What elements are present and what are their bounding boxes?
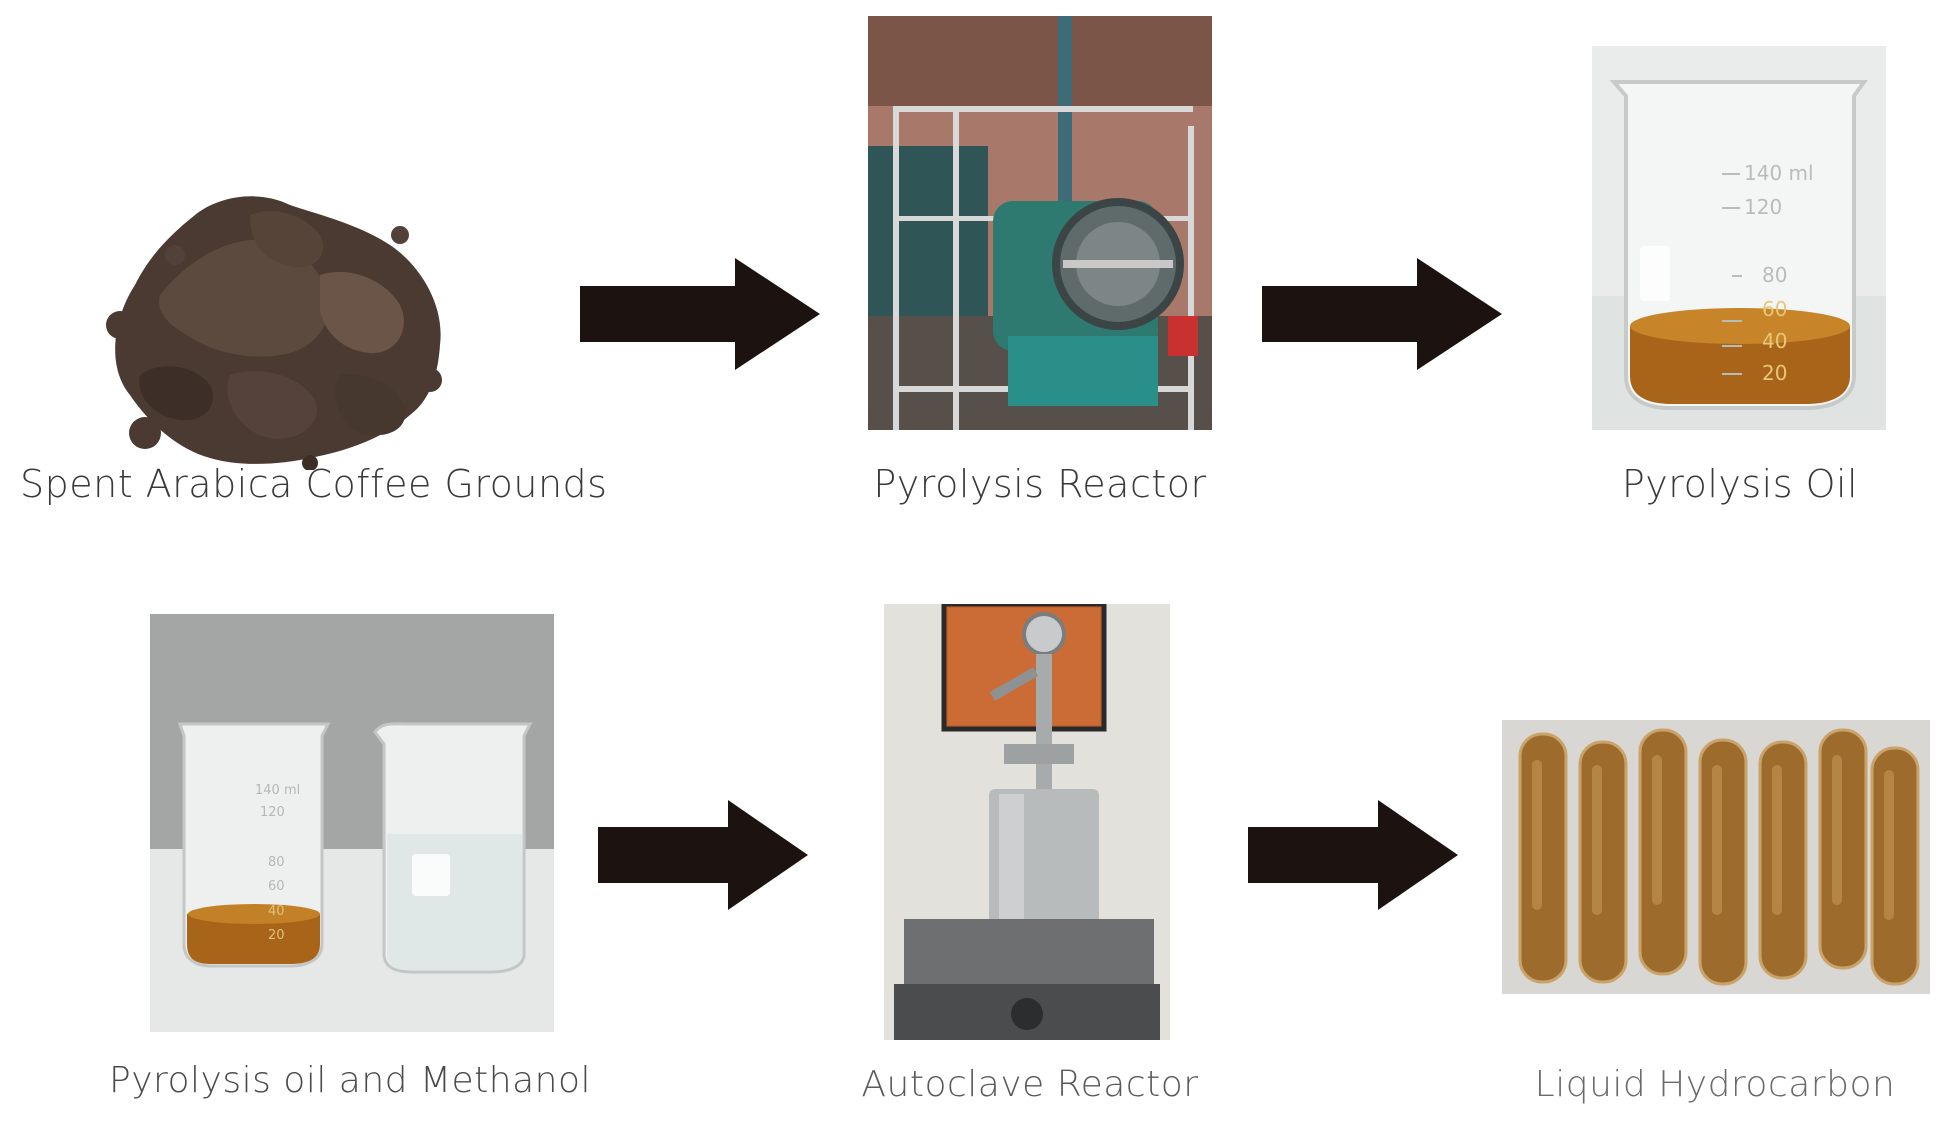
pyrolysis-oil-beaker-photo: 140 ml 120 80 60 40 20: [1592, 46, 1886, 430]
step-label-coffee-grounds: Spent Arabica Coffee Grounds: [20, 462, 608, 506]
step-label-oil-and-methanol: Pyrolysis oil and Methanol: [108, 1060, 591, 1101]
beaker-mark-80: 80: [1762, 263, 1787, 287]
pyrolysis-reactor-photo: [868, 16, 1212, 430]
beaker-mark-40: 40: [1762, 329, 1787, 353]
step-label-liquid-hydrocarbon: Liquid Hydrocarbon: [1534, 1064, 1896, 1105]
arrow-right-icon: [1248, 800, 1458, 910]
small-beaker-mark-120: 120: [260, 805, 285, 820]
liquid-hydrocarbon-tubes-photo: [1502, 720, 1930, 994]
arrow-right-icon: [1262, 258, 1502, 370]
arrow-right-icon: [598, 800, 808, 910]
step-label-pyrolysis-oil: Pyrolysis Oil: [1621, 462, 1859, 506]
coffee-grounds-photo: [100, 175, 450, 470]
beaker-mark-140: 140 ml: [1744, 161, 1814, 185]
small-beaker-mark-40: 40: [268, 904, 285, 919]
small-beaker-mark-80: 80: [268, 855, 285, 870]
autoclave-reactor-photo: [884, 604, 1170, 1040]
arrow-right-icon: [580, 258, 820, 370]
small-beaker-mark-60: 60: [268, 879, 285, 894]
beaker-mark-120: 120: [1744, 195, 1782, 219]
beaker-mark-60: 60: [1762, 297, 1787, 321]
beaker-mark-20: 20: [1762, 361, 1787, 385]
small-beaker-mark-20: 20: [268, 928, 285, 943]
step-label-pyrolysis-reactor: Pyrolysis Reactor: [873, 462, 1207, 506]
step-label-autoclave-reactor: Autoclave Reactor: [861, 1064, 1199, 1105]
small-beaker-mark-140: 140 ml: [255, 783, 300, 798]
oil-and-methanol-beakers-photo: 140 ml 120 80 60 40 20: [150, 614, 554, 1032]
